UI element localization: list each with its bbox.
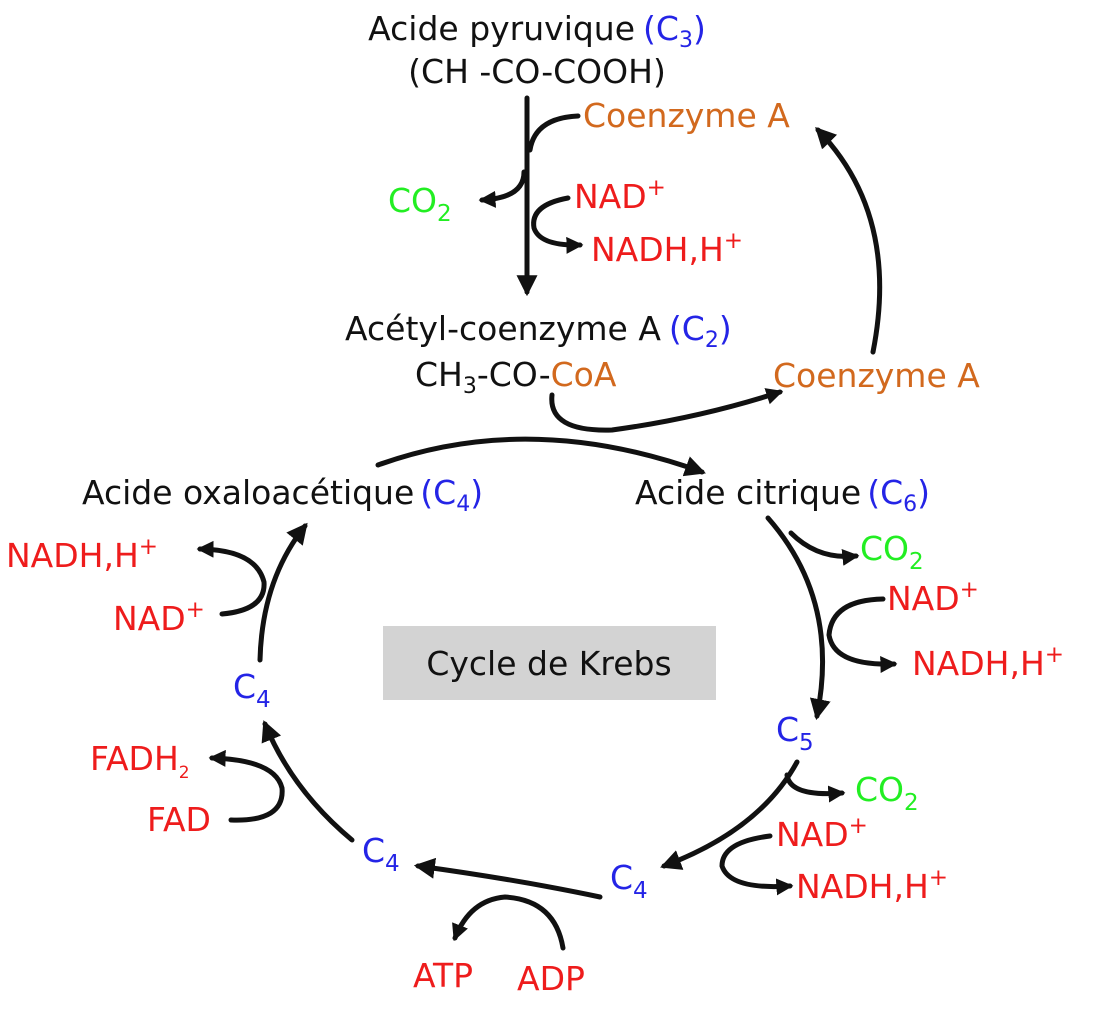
citrate-label: Acide citrique(C6): [635, 473, 930, 517]
pyruvate-label: Acide pyruvique(C3): [368, 9, 706, 53]
c4-bottom-right-label: C4: [610, 858, 648, 904]
cycle-title: Cycle de Krebs: [426, 644, 671, 683]
nad-reduction-arrow-left: [196, 540, 267, 617]
c4-bottom-left-label: C4: [362, 831, 400, 877]
condensation-arrow: [375, 436, 706, 477]
fad-reduction-arrow: [208, 749, 285, 823]
nadh-c5: NADH,H+: [796, 865, 948, 906]
adp-to-atp-arrow: [452, 894, 566, 951]
nad-reduction-arrow-citrate: [826, 596, 898, 673]
c4-to-oxaloacetate-arrow: [257, 522, 308, 663]
acetyl-coa-label: Acétyl-coenzyme A(C2): [345, 309, 732, 353]
c4-left-label: C4: [233, 667, 271, 713]
co2-release-arrow-citrate: [788, 530, 860, 566]
co2-release-arrow-c5: [784, 772, 846, 803]
fad-label: FAD: [147, 800, 211, 839]
co2-citrate: CO2: [860, 529, 924, 575]
oxaloacetate-label: Acide oxaloacétique(C4): [82, 473, 483, 517]
co2-top: CO2: [388, 181, 452, 227]
cycle-title-box: [383, 626, 716, 700]
coenzyme-a-entry-arrow: [527, 113, 581, 153]
coa-release-arrow: [549, 388, 784, 433]
fadh2-label: FADH2: [90, 739, 190, 783]
co2-c5: CO2: [855, 770, 919, 816]
nadh-top: NADH,H+: [591, 228, 743, 269]
c5-label: C5: [776, 710, 814, 756]
co2-release-arrow-top: [478, 169, 527, 208]
pyruvate-formula: (CH -CO-COOH): [408, 52, 666, 91]
nad-top: NAD+: [574, 175, 666, 216]
coenzyme-a-top: Coenzyme A: [583, 96, 790, 135]
adp-label: ADP: [517, 959, 585, 998]
nad-citrate: NAD+: [887, 577, 979, 618]
nadh-left: NADH,H+: [6, 534, 158, 575]
nad-reduction-arrow-c5: [719, 833, 794, 896]
coenzyme-a-right: Coenzyme A: [773, 356, 980, 395]
atp-label: ATP: [413, 956, 473, 995]
nad-c5: NAD+: [776, 813, 868, 854]
nad-reduction-arrow-top: [531, 195, 584, 254]
nadh-citrate: NADH,H+: [912, 642, 1064, 683]
c4-to-c4-left-arrow: [261, 720, 355, 843]
c4-to-c4-bottom-arrow: [413, 857, 603, 900]
citrate-to-c5-arrow: [765, 515, 831, 721]
acetyl-coa-formula: CH3-CO-CoA: [415, 355, 617, 399]
nad-left: NAD+: [113, 597, 205, 638]
coenzyme-a-recycle-arrow: [815, 126, 883, 355]
